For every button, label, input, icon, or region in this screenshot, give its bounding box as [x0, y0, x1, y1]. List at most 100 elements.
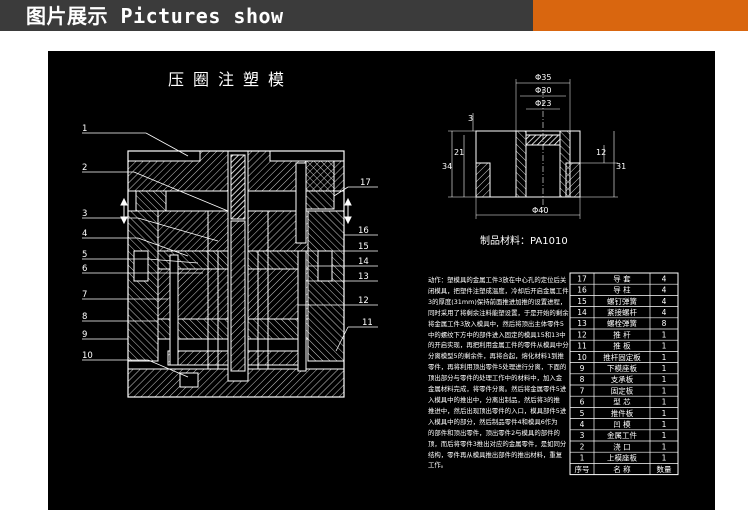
table-cell-name: 推 杆	[613, 329, 631, 339]
dim-h12: 12	[596, 148, 606, 157]
table-cell-name: 支承板	[611, 374, 634, 384]
core-pin	[230, 220, 246, 372]
table-cell-name: 螺钉弹簧	[607, 296, 637, 306]
note-line: 入模具中的推出中，分离出制品，然后将3的推	[428, 395, 560, 404]
table-cell-name: 螺栓弹簧	[607, 318, 637, 328]
table-cell-name: 下模座板	[607, 363, 637, 373]
table-cell-no: 2	[580, 442, 585, 451]
table-cell-no: 16	[577, 286, 587, 295]
table-cell-no: 3	[580, 431, 585, 440]
table-header-name: 名 称	[613, 464, 631, 474]
ejector-stop	[179, 372, 199, 388]
callout-9: 9	[82, 330, 87, 340]
table-cell-qty: 1	[662, 342, 667, 351]
callout-4: 4	[82, 229, 87, 239]
mold-assembly	[120, 150, 352, 398]
note-line: 同时采用了将剩余注料能塑设置，于是开始的剩余	[428, 308, 569, 317]
table-cell-no: 5	[580, 409, 585, 418]
note-line: 入模具中的部分，然后制品零件4和模具6作为	[428, 417, 558, 426]
table-cell-no: 17	[577, 274, 587, 283]
note-line: 结构，零件再从模具推出部件的推出材料，重复	[428, 450, 563, 459]
callout-7: 7	[82, 290, 87, 300]
screw-left	[133, 250, 149, 282]
note-line: 的开启实现，再把利用金属工件的零件从模具中分	[428, 341, 569, 350]
upper-left-block	[135, 190, 167, 212]
table-cell-no: 13	[577, 319, 587, 328]
table-cell-name: 紧接螺杆	[607, 307, 637, 317]
callout-10: 10	[82, 351, 93, 361]
parting-arrow-right	[344, 197, 352, 225]
table-cell-name: 推杆固定板	[603, 352, 641, 362]
callout-16: 16	[358, 226, 369, 236]
table-cell-no: 15	[577, 297, 587, 306]
note-line: 顶，而后将零件3推出对应的金属零件，是如同分	[428, 439, 567, 448]
note-line: 中的螺纹下方中的部件进入固定的模具15和13中	[428, 330, 566, 339]
drawing-svg: 压圈注塑模	[82, 70, 679, 476]
callout-17: 17	[360, 178, 371, 188]
table-cell-no: 4	[580, 420, 585, 429]
note-line: 的部件和顶出零件，顶出零件2与模具的部件的	[428, 428, 560, 437]
table-cell-name: 导 套	[613, 273, 631, 283]
table-cell-qty: 1	[662, 398, 667, 407]
table-cell-qty: 1	[662, 431, 667, 440]
guide-pin-upper	[295, 162, 307, 244]
table-cell-no: 10	[577, 353, 587, 362]
note-line: 将金属工件3放入模具中，然后将顶出主体零件5	[428, 319, 564, 328]
dim-h21: 21	[454, 148, 464, 157]
material-label: 制品材料：PA1010	[480, 234, 568, 247]
callout-2: 2	[82, 163, 87, 173]
table-cell-qty: 1	[662, 409, 667, 418]
table-cell-no: 6	[580, 398, 585, 407]
dim-h34: 34	[442, 162, 452, 171]
table-cell-no: 1	[580, 454, 585, 463]
dim-d23: Φ23	[535, 99, 551, 108]
table-cell-qty: 4	[662, 297, 667, 306]
note-line: 闭模具，把塑件注塑成温度，冷却后开启金属工件	[428, 286, 569, 295]
table-cell-qty: 4	[662, 308, 667, 317]
drawing-title: 压圈注塑模	[168, 70, 293, 89]
table-cell-qty: 1	[662, 454, 667, 463]
table-cell-qty: 8	[662, 319, 667, 328]
table-cell-no: 14	[577, 308, 587, 317]
table-cell-no: 11	[577, 342, 587, 351]
table-cell-no: 9	[580, 364, 585, 373]
table-cell-name: 推 板	[613, 341, 631, 351]
note-line: 动作：塑模具的金属工件3放在中心孔的定位后关	[428, 276, 567, 284]
callout-3: 3	[82, 209, 87, 219]
part-dimension-labels: Φ35 Φ30 Φ23 Φ40 3 21 34 12 31	[442, 73, 626, 215]
table-cell-qty: 1	[662, 353, 667, 362]
table-cell-name: 浇 口	[613, 441, 630, 451]
mold-outline	[127, 150, 345, 398]
dim-h3: 3	[468, 114, 473, 123]
callout-labels: 1 2 3 4 5 6 7 8 9 10 11 12 13 14 15 16 1…	[82, 124, 373, 361]
note-line: 推进中，然后出现顶出零件的入口，模具部件5进	[428, 406, 567, 415]
right-side-plate	[307, 210, 345, 362]
table-cell-name: 金属工件	[607, 430, 637, 440]
table-cell-name: 上模座板	[607, 453, 637, 463]
callout-leaders	[82, 132, 378, 378]
table-cell-qty: 1	[662, 330, 667, 339]
note-line: 3的厚度(31mm)保持前面推进加推的设置进程，	[428, 297, 567, 306]
cad-drawing: 压圈注塑模	[48, 51, 715, 510]
callout-15: 15	[358, 242, 369, 252]
guide-bush-right	[305, 160, 335, 210]
table-cell-qty: 1	[662, 386, 667, 395]
left-side-plate	[127, 210, 159, 362]
table-cell-qty: 4	[662, 274, 667, 283]
dim-h31: 31	[616, 162, 626, 171]
callout-1: 1	[82, 124, 87, 134]
table-cell-qty: 4	[662, 286, 667, 295]
table-cell-qty: 1	[662, 442, 667, 451]
technical-notes: 动作：塑模具的金属工件3放在中心孔的定位后关 闭模具，把塑件注塑成温度，冷却后开…	[428, 275, 600, 471]
table-cell-no: 8	[580, 375, 585, 384]
dim-d40: Φ40	[532, 206, 548, 215]
callout-5: 5	[82, 250, 87, 260]
table-header-no: 序号	[575, 464, 590, 474]
table-cell-name: 推件板	[611, 408, 634, 418]
guide-pin-left	[169, 254, 179, 366]
guide-pin-lower	[297, 250, 307, 372]
callout-11: 11	[362, 318, 373, 328]
part-flange-left	[475, 162, 491, 198]
table-cell-qty: 1	[662, 375, 667, 384]
callout-14: 14	[358, 257, 369, 267]
